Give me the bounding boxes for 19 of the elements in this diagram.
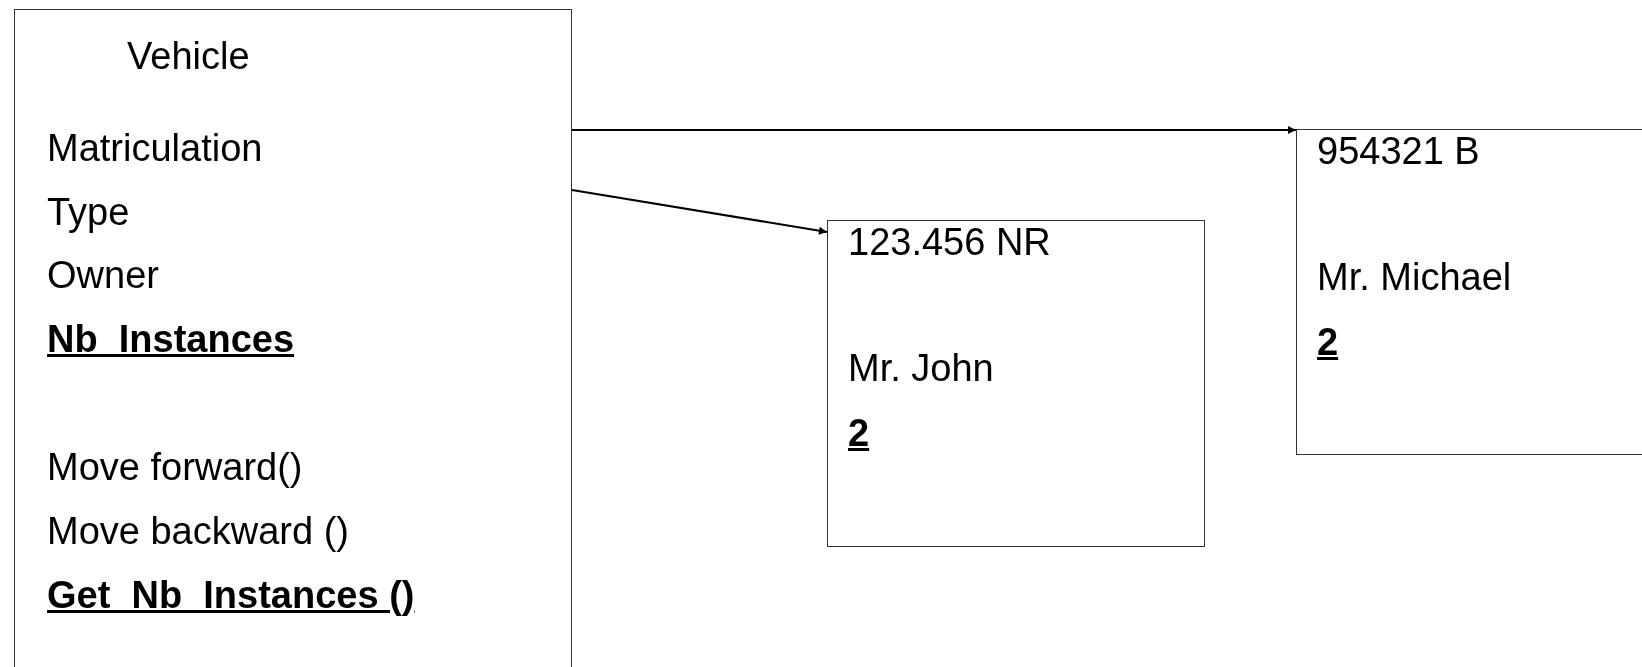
class-box [14, 9, 572, 667]
attribute-value: Mr. John [848, 346, 994, 390]
method-label: Move backward () [47, 509, 349, 553]
attribute-value: 123.456 NR [848, 220, 1051, 264]
attribute-label: Matriculation [47, 126, 263, 170]
attribute-value: 954321 B [1317, 129, 1480, 173]
attribute-label: Nb_Instances [47, 317, 295, 361]
method-label: Get_Nb_Instances () [47, 573, 415, 617]
attribute-label: Owner [47, 253, 159, 297]
arrow [571, 126, 1297, 134]
attribute-value: Mr. Michael [1317, 255, 1512, 299]
object-box [1296, 129, 1642, 455]
object-box [827, 220, 1205, 547]
attribute-label: Type [47, 190, 130, 234]
method-label: Move forward() [47, 445, 303, 489]
arrow [571, 189, 828, 235]
attribute-value: 2 [848, 411, 870, 455]
class-name: Vehicle [127, 34, 250, 78]
attribute-value: 2 [1317, 320, 1339, 364]
